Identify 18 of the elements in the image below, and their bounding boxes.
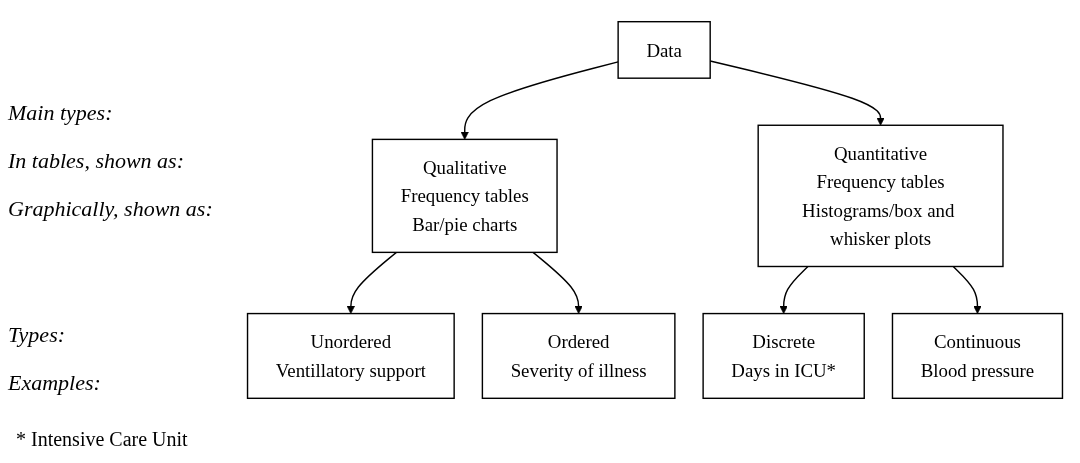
node-box: Continuous Blood pressure	[891, 312, 1064, 399]
row-label: In tables, shown as:	[8, 148, 184, 174]
arrow	[952, 265, 982, 314]
row-label: Types:	[8, 322, 66, 348]
node-box: Discrete Days in ICU*	[702, 312, 865, 399]
row-label: Graphically, shown as:	[8, 196, 213, 222]
node-box: Qualitative Frequency tables Bar/pie charts	[371, 138, 558, 254]
node-box: Unordered Ventillatory support	[246, 312, 455, 399]
node-box: Ordered Severity of illness	[481, 312, 676, 399]
footnote: * Intensive Care Unit	[16, 428, 188, 451]
arrow	[532, 251, 583, 314]
row-label: Main types:	[8, 100, 113, 126]
node-box: Data	[617, 21, 711, 79]
row-label: Examples:	[8, 370, 101, 396]
node-box: Quantitative Frequency tables Histograms/box and whisker plots	[757, 124, 1004, 268]
arrow	[346, 251, 398, 314]
arrow	[460, 61, 619, 140]
arrow	[779, 265, 809, 314]
